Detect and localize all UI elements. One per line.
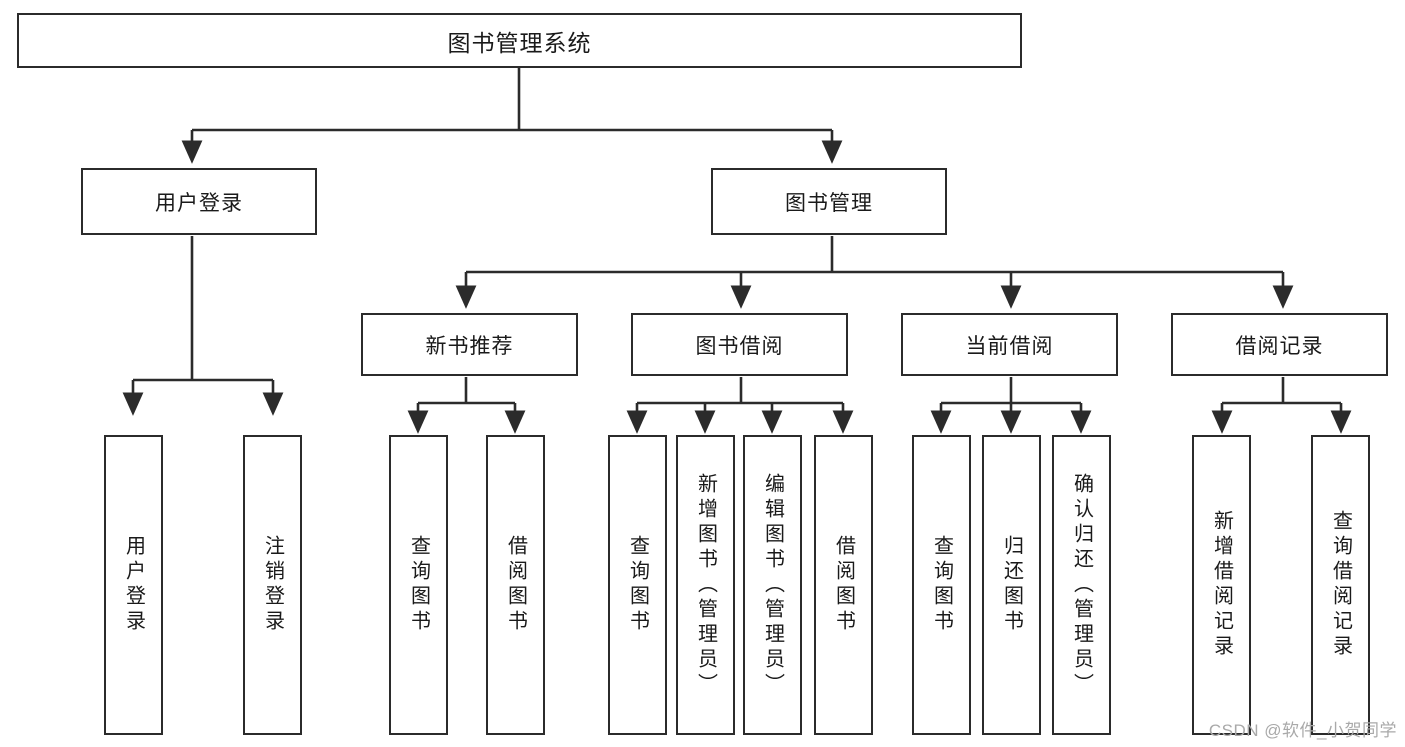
leaf-label: 查询图书	[930, 535, 953, 635]
node-book-management[interactable]: 图书管理	[711, 168, 947, 235]
node-root-label: 图书管理系统	[447, 29, 592, 56]
leaf-new-book-query[interactable]: 查询图书	[389, 435, 448, 735]
leaf-borrow-borrow-book[interactable]: 借阅图书	[814, 435, 873, 735]
leaf-current-confirm-return[interactable]: 确认归还（管理员）	[1052, 435, 1111, 735]
leaf-user-login-login[interactable]: 用户登录	[104, 435, 163, 735]
node-root[interactable]: 图书管理系统	[17, 13, 1022, 68]
node-borrow-record-label: 借阅记录	[1235, 334, 1324, 358]
leaf-label: 查询图书	[407, 535, 430, 635]
leaf-new-book-borrow[interactable]: 借阅图书	[486, 435, 545, 735]
leaf-borrow-query-book[interactable]: 查询图书	[608, 435, 667, 735]
leaf-label: 归还图书	[1000, 535, 1023, 635]
node-user-login[interactable]: 用户登录	[81, 168, 317, 235]
node-user-login-label: 用户登录	[155, 191, 243, 215]
leaf-label: 借阅图书	[832, 535, 855, 635]
watermark: CSDN @软件_小贺同学	[1208, 721, 1397, 740]
node-borrow-record[interactable]: 借阅记录	[1171, 313, 1388, 376]
leaf-label: 借阅图书	[504, 535, 527, 635]
node-book-borrow-label: 图书借阅	[695, 334, 784, 358]
leaf-record-add[interactable]: 新增借阅记录	[1192, 435, 1251, 735]
node-book-management-label: 图书管理	[785, 191, 873, 215]
leaf-label: 用户登录	[122, 535, 145, 635]
leaf-record-query[interactable]: 查询借阅记录	[1311, 435, 1370, 735]
leaf-borrow-edit-book[interactable]: 编辑图书（管理员）	[743, 435, 802, 735]
leaf-label: 查询借阅记录	[1329, 510, 1352, 660]
leaf-label: 编辑图书（管理员）	[761, 472, 784, 698]
leaf-current-return-book[interactable]: 归还图书	[982, 435, 1041, 735]
leaf-label: 新增借阅记录	[1210, 510, 1233, 660]
node-new-book-recommend[interactable]: 新书推荐	[361, 313, 578, 376]
node-current-borrow-label: 当前借阅	[965, 334, 1054, 358]
leaf-label: 确认归还（管理员）	[1070, 472, 1093, 698]
leaf-label: 新增图书（管理员）	[694, 472, 717, 698]
leaf-user-login-logout[interactable]: 注销登录	[243, 435, 302, 735]
leaf-current-query-book[interactable]: 查询图书	[912, 435, 971, 735]
node-new-book-recommend-label: 新书推荐	[425, 334, 514, 358]
leaf-label: 查询图书	[626, 535, 649, 635]
node-current-borrow[interactable]: 当前借阅	[901, 313, 1118, 376]
node-book-borrow[interactable]: 图书借阅	[631, 313, 848, 376]
leaf-label: 注销登录	[261, 535, 284, 635]
leaf-borrow-add-book[interactable]: 新增图书（管理员）	[676, 435, 735, 735]
